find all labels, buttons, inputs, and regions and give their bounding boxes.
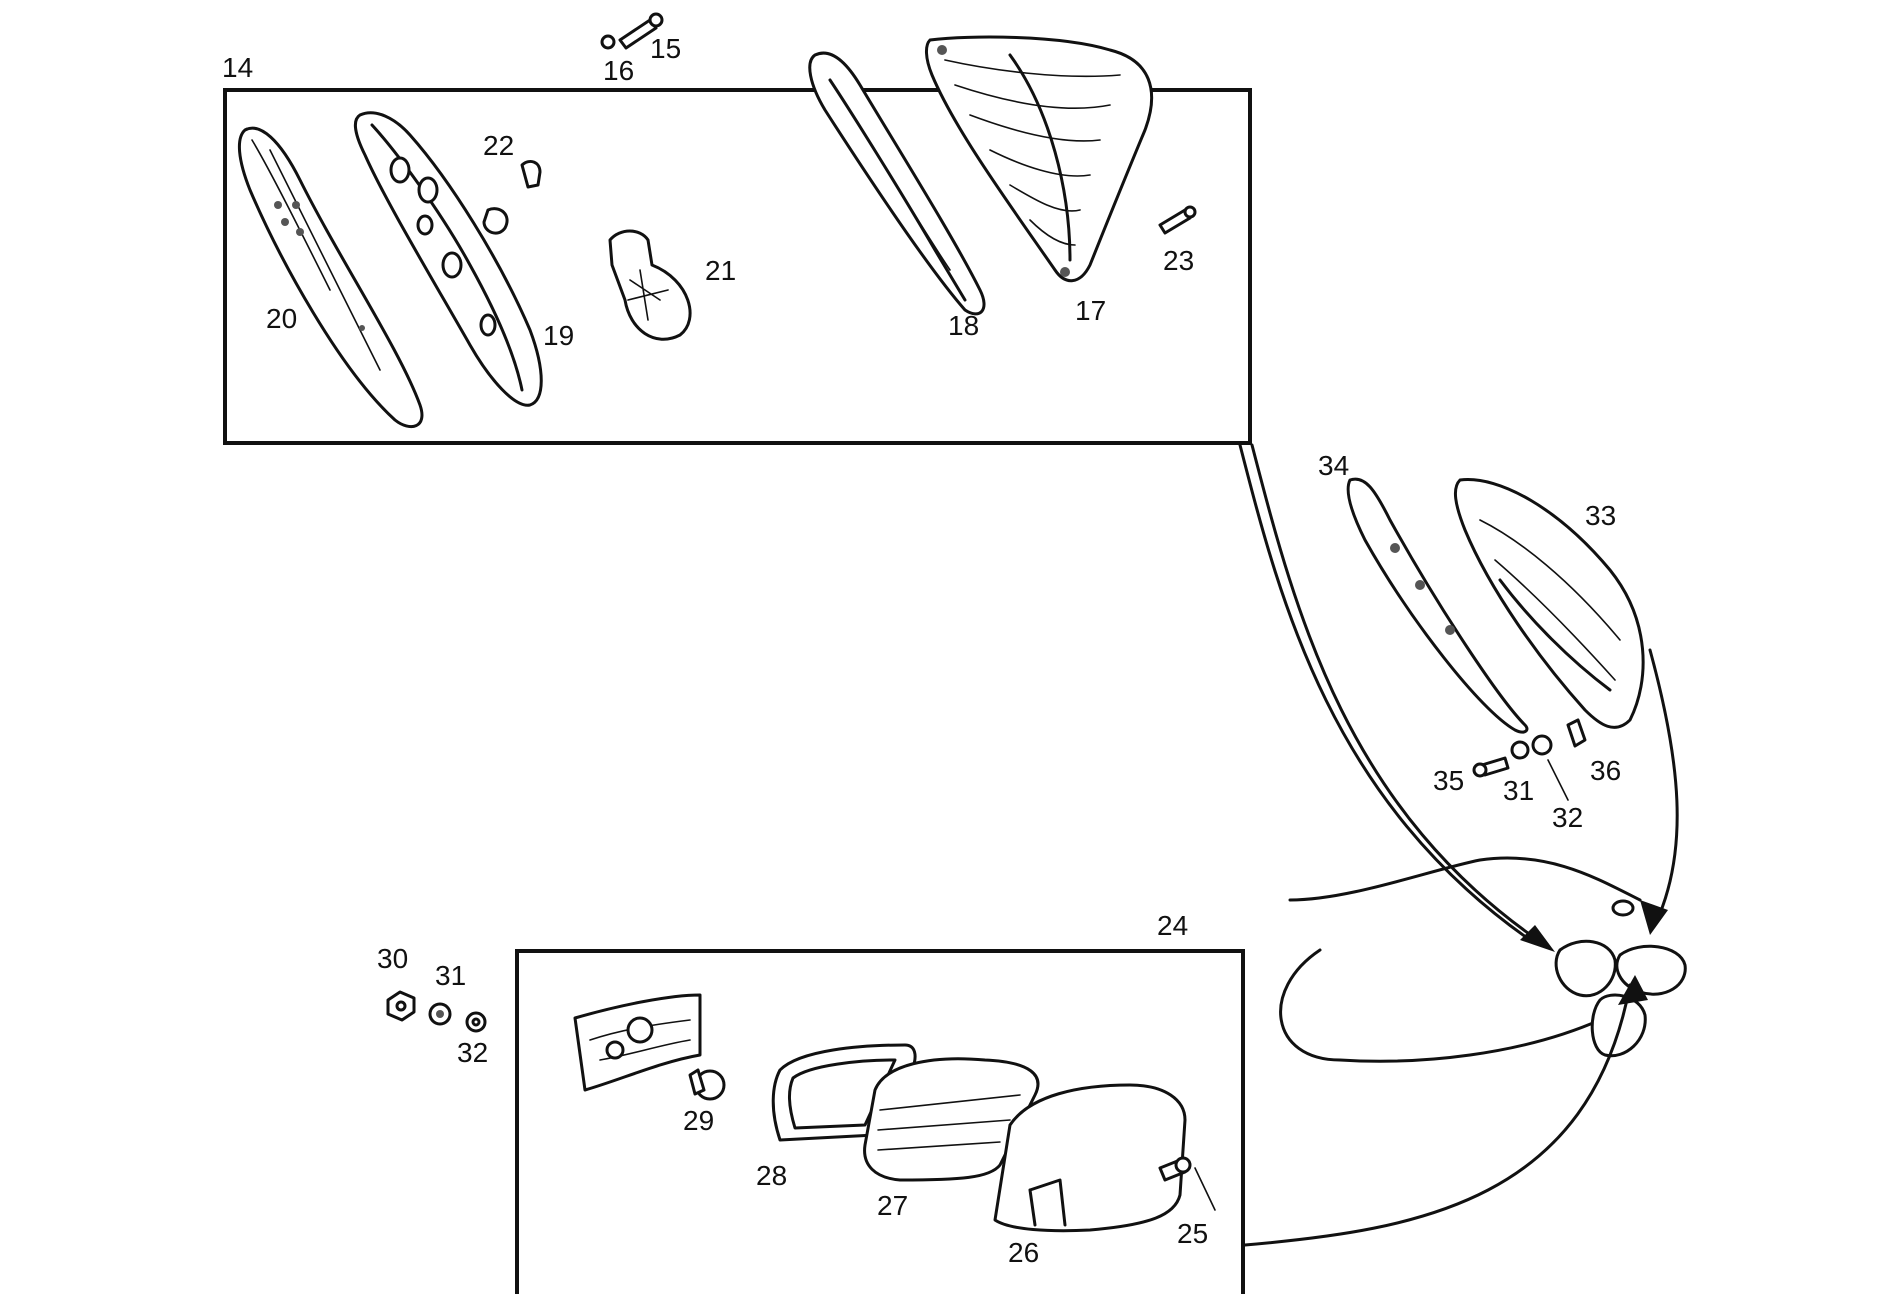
callout-leaders [1194, 759, 1569, 1211]
callout-21: 21 [705, 255, 736, 286]
part-20-gasket [237, 126, 424, 429]
callout-33: 33 [1585, 500, 1616, 531]
leader-arrows [1238, 443, 1679, 1247]
part-18-lens-gasket [808, 51, 986, 316]
callout-18: 18 [948, 310, 979, 341]
part-29-holder-plate [573, 993, 702, 1092]
part-19-lamp-base [353, 111, 543, 407]
part-29-bulb [688, 1068, 726, 1101]
part-30-nut [386, 990, 416, 1022]
callout-35: 35 [1433, 765, 1464, 796]
callout-31-a: 31 [435, 960, 466, 991]
part-27-lens [863, 1057, 1040, 1182]
part-32-washer [465, 1011, 487, 1033]
part-22-small-bulb [520, 160, 542, 189]
callout-34: 34 [1318, 450, 1349, 481]
callout-27: 27 [877, 1190, 908, 1221]
group-box-14 [223, 88, 1252, 445]
callout-36: 36 [1590, 755, 1621, 786]
callout-16: 16 [603, 55, 634, 86]
callout-19: 19 [543, 320, 574, 351]
part-17-lens [925, 35, 1154, 283]
callout-31-b: 31 [1503, 775, 1534, 806]
group-box-24 [515, 949, 1245, 1294]
part-16-washer [600, 34, 616, 50]
callout-32-b: 32 [1552, 802, 1583, 833]
part-21-main-bulb [608, 229, 692, 341]
callout-22: 22 [483, 130, 514, 161]
callout-17: 17 [1075, 295, 1106, 326]
callout-20: 20 [266, 303, 297, 334]
part-26-cover [993, 1083, 1187, 1233]
part-23-screw [1158, 205, 1197, 235]
callout-30: 30 [377, 943, 408, 974]
car-rear-body [1279, 856, 1687, 1063]
part-35-screw [1472, 756, 1510, 778]
part-32-washer-b [1531, 734, 1553, 756]
callout-23: 23 [1163, 245, 1194, 276]
part-31-washer [428, 1002, 452, 1026]
part-33-lens [1453, 478, 1645, 729]
part-34-gasket [1346, 477, 1529, 734]
callout-24: 24 [1157, 910, 1188, 941]
part-15-screw [618, 12, 664, 50]
callout-28: 28 [756, 1160, 787, 1191]
part-36-nut [1566, 718, 1587, 748]
callout-labels: 14 15 16 17 18 19 20 21 22 23 24 25 26 2… [222, 33, 1621, 1268]
callout-25: 25 [1177, 1218, 1208, 1249]
callout-32-a: 32 [457, 1037, 488, 1068]
callout-29: 29 [683, 1105, 714, 1136]
part-25-screw [1158, 1156, 1192, 1182]
callout-14: 14 [222, 52, 253, 83]
callout-15: 15 [650, 33, 681, 64]
part-31-washer-b [1510, 740, 1530, 760]
callout-26: 26 [1008, 1237, 1039, 1268]
